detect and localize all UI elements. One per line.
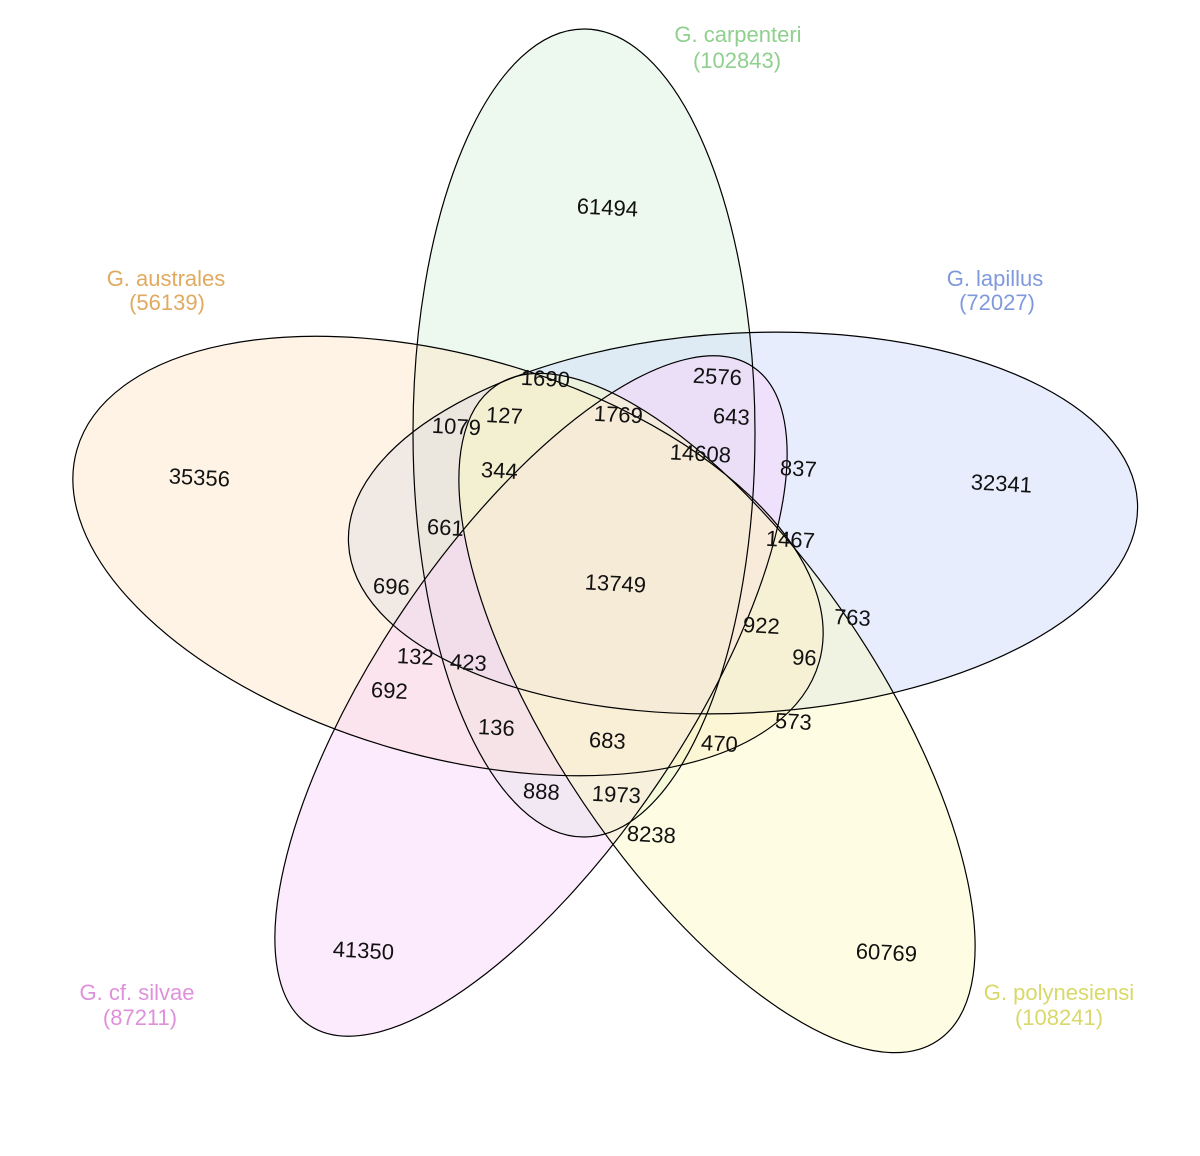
- set-total: (87211): [103, 1005, 177, 1030]
- set-name: G. australes: [107, 266, 226, 291]
- set-label-australes: G. australes (56139): [107, 266, 226, 315]
- set-name: G. carpenteri: [674, 22, 801, 47]
- region-count: 14608: [669, 439, 731, 467]
- region-count: 837: [779, 455, 817, 482]
- region-count: 1769: [593, 401, 643, 429]
- region-count: 127: [485, 402, 523, 429]
- set-total: (108241): [1015, 1005, 1103, 1030]
- set-name: G. polynesiensi: [984, 980, 1134, 1005]
- region-count: 61494: [576, 193, 638, 221]
- set-outline-carpenteri: [412, 28, 756, 838]
- region-count: 13749: [584, 569, 646, 597]
- set-outline-polynesiensi: [458, 372, 976, 1054]
- set-outline-australes: [72, 335, 824, 777]
- set-ellipse-carpenteri: [413, 29, 755, 837]
- region-count: 692: [370, 677, 408, 704]
- region-count: 643: [712, 403, 750, 430]
- set-label-polynesiensi: G. polynesiensi (108241): [984, 980, 1134, 1030]
- region-count: 661: [426, 514, 464, 541]
- region-count: 1467: [765, 526, 815, 554]
- set-ellipse-australes: [72, 336, 824, 776]
- region-count: 423: [449, 649, 487, 676]
- region-count: 60769: [855, 938, 917, 966]
- region-count: 2576: [692, 363, 742, 391]
- set-outline-silvae: [274, 355, 788, 1037]
- set-ellipse-polynesiensi: [458, 373, 976, 1053]
- set-ellipse-silvae: [274, 355, 788, 1037]
- region-count: 1690: [520, 365, 570, 393]
- set-label-lapillus: G. lapillus (72027): [947, 266, 1044, 315]
- region-count: 1079: [431, 413, 481, 441]
- region-count: 573: [774, 708, 812, 735]
- region-count: 888: [522, 778, 560, 805]
- region-count: 696: [372, 573, 410, 600]
- set-total: (102843): [693, 48, 781, 73]
- region-count: 35356: [168, 463, 230, 491]
- region-count: 470: [700, 730, 738, 757]
- region-count: 8238: [626, 821, 676, 849]
- set-name: G. cf. silvae: [80, 980, 195, 1005]
- set-total: (72027): [959, 290, 1035, 315]
- set-name: G. lapillus: [947, 266, 1044, 291]
- set-label-silvae: G. cf. silvae (87211): [80, 980, 195, 1030]
- region-count: 683: [588, 727, 626, 754]
- region-counts: 61494 32341 35356 41350 60769 2576 1690 …: [168, 193, 1032, 966]
- set-total: (56139): [129, 290, 205, 315]
- region-count: 344: [480, 457, 518, 484]
- set-outline-lapillus: [347, 331, 1139, 715]
- set-label-carpenteri: G. carpenteri (102843): [674, 22, 801, 73]
- region-count: 763: [833, 604, 871, 631]
- region-count: 132: [396, 643, 434, 670]
- set-ellipse-lapillus: [348, 332, 1138, 714]
- region-count: 136: [477, 714, 515, 741]
- region-count: 96: [792, 644, 818, 670]
- region-count: 41350: [332, 936, 394, 964]
- region-count: 922: [742, 612, 780, 639]
- region-count: 32341: [970, 469, 1032, 497]
- region-count: 1973: [591, 781, 641, 809]
